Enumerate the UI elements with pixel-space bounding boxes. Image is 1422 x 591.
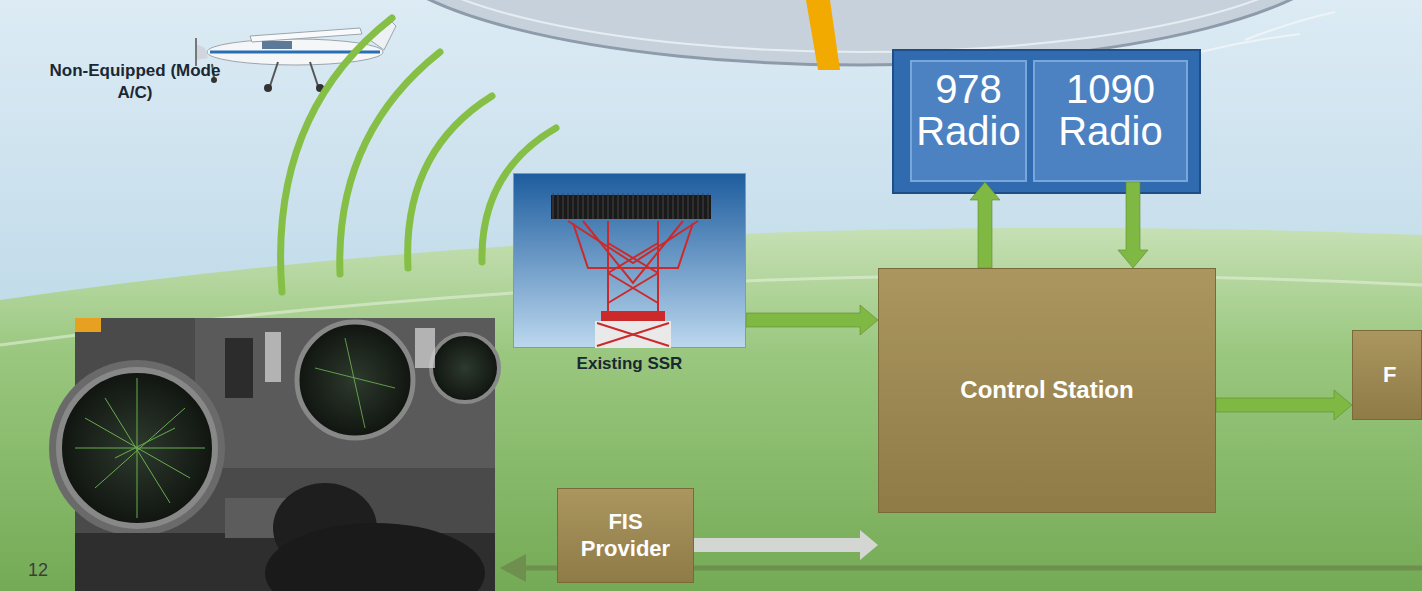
node-text: 978 Radio xyxy=(916,68,1021,152)
radio-panel xyxy=(893,50,1200,193)
node-text: 1090 Radio xyxy=(1039,68,1182,152)
flow-arrow xyxy=(1118,182,1148,268)
slide-number: 12 xyxy=(28,560,68,581)
partial-box: F xyxy=(1352,330,1422,420)
node-text: Existing SSR xyxy=(513,354,746,374)
radar-picture: Existing SSR xyxy=(513,173,746,378)
flow-arrow xyxy=(746,305,878,335)
node-text: F xyxy=(1383,362,1396,388)
provider-box: FIS Provider xyxy=(557,488,694,583)
radio-box: 978 Radio xyxy=(910,60,1027,182)
flow-arrow xyxy=(970,182,1000,268)
node-text: Control Station xyxy=(960,376,1133,405)
node-text: FIS Provider xyxy=(564,509,687,562)
control-box: Control Station xyxy=(878,268,1216,513)
aircraft-label: Non-Equipped (Mode A/C) xyxy=(40,60,230,104)
plane-illustration xyxy=(196,22,396,92)
radar-illustration xyxy=(513,173,746,348)
flow-arrow xyxy=(694,530,878,560)
flow-arrow xyxy=(1216,390,1352,420)
console-photo xyxy=(49,318,499,591)
radio-box: 1090 Radio xyxy=(1033,60,1188,182)
